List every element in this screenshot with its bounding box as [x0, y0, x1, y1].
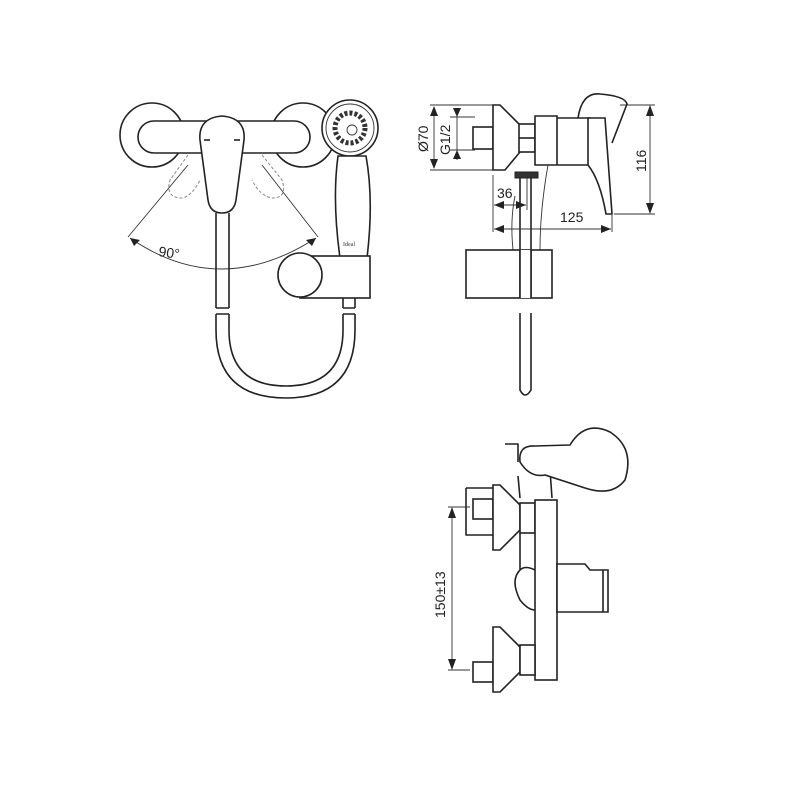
lever-rotation-ghost [168, 154, 285, 199]
top-cartridge [556, 563, 609, 613]
bottom-inlet-stub [472, 661, 494, 683]
top-flange-upper [492, 484, 521, 551]
top-lever [518, 427, 629, 492]
side-extension-lines [430, 104, 655, 232]
height-label: 116 [633, 149, 649, 172]
inlet-stub [472, 126, 494, 150]
hose-upper [215, 213, 230, 308]
hose-loop [215, 314, 356, 399]
mixer-lever [199, 115, 245, 214]
depth-label: 125 [560, 209, 584, 225]
top-flange-lower [492, 626, 521, 693]
top-nut-upper [519, 502, 536, 534]
angle-arc [129, 237, 317, 270]
offset-label: 36 [497, 185, 513, 201]
spacing-label: 150±13 [432, 571, 448, 618]
thread-label: G1/2 [437, 124, 453, 155]
side-lever-top [577, 93, 628, 144]
top-body [534, 499, 558, 681]
wall-flange [492, 104, 521, 171]
side-view: Ø70 G1/2 116 36 125 [415, 93, 655, 396]
side-lever [587, 117, 613, 215]
side-body [534, 115, 591, 166]
shower-head [321, 99, 379, 157]
shower-nozzles [332, 110, 368, 146]
side-holder [465, 249, 553, 299]
top-nut-lower [519, 644, 536, 676]
top-inlet-stub [472, 498, 494, 520]
hose-connector [514, 171, 539, 179]
top-holder [465, 487, 493, 536]
angle-extension-lines [127, 164, 319, 238]
angle-label: 90° [158, 243, 181, 262]
top-view: 150±13 [432, 427, 629, 693]
front-view: 90° Ideal [119, 99, 379, 399]
brand-logo: Ideal [343, 242, 355, 248]
diameter-label: Ø70 [415, 125, 431, 152]
holder-knob [277, 252, 323, 298]
